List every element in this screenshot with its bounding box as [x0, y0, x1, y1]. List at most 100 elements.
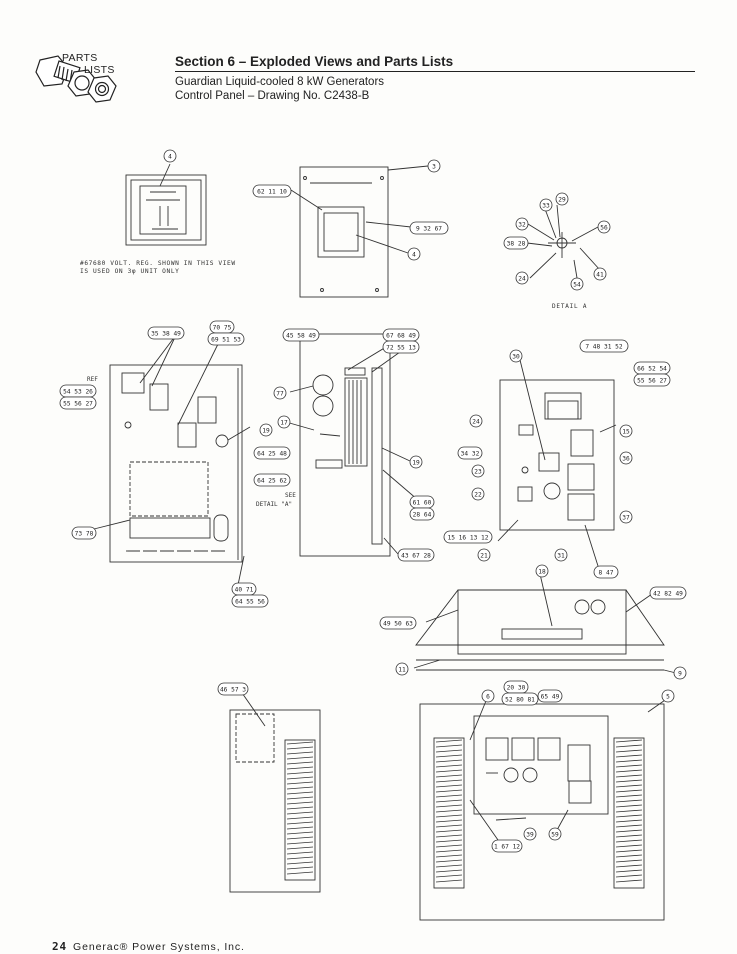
callout-balloon: 32 — [515, 217, 529, 231]
callout-54-53-26: 54 53 26 — [63, 389, 93, 396]
radiator-fin — [615, 774, 643, 778]
company-name: Generac® Power Systems, Inc. — [73, 941, 245, 953]
radiator-fin — [615, 839, 643, 843]
radiator-fin — [435, 769, 463, 773]
radiator-fin — [435, 864, 463, 868]
callout-70-75: 70 75 — [213, 325, 232, 332]
callout-balloon: 7 48 31 52 — [579, 339, 629, 353]
callout-65-49: 65 49 — [541, 694, 560, 701]
radiator-fin — [435, 779, 463, 783]
callout-balloon: 18 — [535, 564, 549, 578]
callout-balloon: 9 — [673, 666, 687, 680]
callout-43-67-28: 43 67 28 — [401, 553, 431, 560]
callout-balloon: 38 28 — [503, 236, 529, 250]
callout-39: 39 — [526, 832, 534, 839]
callout-5: 5 — [666, 694, 670, 701]
callout-56-a: 56 — [600, 225, 608, 232]
callout-balloon: 43 67 28 — [397, 548, 435, 562]
callout-balloon: 4 — [163, 149, 177, 163]
callout-31: 31 — [557, 553, 565, 560]
callout-46-57-3: 46 57 3 — [220, 687, 246, 694]
callout-balloon: 20 30 — [503, 680, 529, 694]
radiator-fin — [286, 831, 314, 835]
callout-18: 18 — [538, 569, 546, 576]
callout-41: 41 — [596, 272, 604, 279]
callout-balloon: 42 82 49 — [649, 586, 687, 600]
callout-52-80-81: 52 80 81 — [505, 697, 535, 704]
radiator-fin — [435, 854, 463, 858]
callout-20-30: 20 30 — [507, 685, 526, 692]
radiator-fin — [286, 766, 314, 770]
callout-36: 36 — [622, 456, 630, 463]
callout-balloon: 5 — [661, 689, 675, 703]
callout-38-28: 38 28 — [507, 241, 526, 248]
callout-balloon: 62 11 10 — [252, 184, 292, 198]
radiator-fin — [435, 819, 463, 823]
radiator-fin — [286, 821, 314, 825]
radiator-fin — [435, 794, 463, 798]
callout-balloon: 52 80 81 — [501, 692, 539, 706]
callout-balloon: 45 58 49 — [282, 328, 320, 342]
radiator-fin — [615, 879, 643, 883]
radiator-fin — [286, 851, 314, 855]
callout-balloon: 23 — [471, 464, 485, 478]
callout-66-52-54: 66 52 54 — [637, 366, 667, 373]
radiator-fin — [286, 791, 314, 795]
radiator-fin — [615, 834, 643, 838]
section-title: Section 6 – Exploded Views and Parts Lis… — [175, 54, 454, 69]
callout-balloon: 28 64 — [409, 507, 435, 521]
callout-35-38-49: 35 38 49 — [151, 331, 181, 338]
callout-balloon: 55 56 27 — [59, 396, 97, 410]
detail-a-label: DETAIL A — [552, 303, 587, 310]
radiator-fin — [435, 759, 463, 763]
detail-a-view — [526, 204, 601, 279]
callout-balloon: 19 — [259, 423, 273, 437]
radiator-fin — [615, 789, 643, 793]
callout-19b: 19 — [412, 460, 420, 467]
radiator-fin — [615, 784, 643, 788]
callout-balloon: 66 52 54 — [633, 361, 671, 375]
radiator-fin — [615, 854, 643, 858]
callout-49-50-63: 49 50 63 — [383, 621, 413, 628]
radiator-fin — [286, 741, 314, 745]
radiator-fin — [435, 834, 463, 838]
callout-42-82-49: 42 82 49 — [653, 591, 683, 598]
regulator-note-line-2: IS USED ON 3φ UNIT ONLY — [80, 268, 180, 275]
radiator-fin — [615, 759, 643, 763]
callout-55-56-27: 55 56 27 — [637, 378, 667, 385]
callout-1-67-12: 1 67 12 — [494, 844, 520, 851]
radiator-fin — [435, 804, 463, 808]
radiator-fin — [286, 756, 314, 760]
callout-7-48-31-52: 7 48 31 52 — [585, 344, 623, 351]
radiator-fin — [286, 796, 314, 800]
radiator-fin — [615, 754, 643, 758]
callout-64-25-48: 64 25 48 — [257, 451, 287, 458]
callout-balloon: 64 25 62 — [253, 473, 291, 487]
radiator-fin — [286, 871, 314, 875]
callout-15-16-13-12: 15 16 13 12 — [448, 535, 489, 542]
header-rule — [175, 71, 695, 72]
radiator-fin — [286, 826, 314, 830]
callout-72-55-13: 72 55 13 — [386, 345, 416, 352]
callout-4-mid: 4 — [412, 252, 416, 259]
callout-balloon: 61 60 — [409, 495, 435, 509]
radiator-fin — [286, 841, 314, 845]
radiator-fin — [286, 776, 314, 780]
callout-balloon: 33 — [539, 198, 553, 212]
radiator-fin — [286, 866, 314, 870]
callout-8-47: 8 47 — [599, 570, 614, 577]
side-fin-view — [229, 689, 321, 893]
callout-balloon: 59 — [548, 827, 562, 841]
bolt-nut-icon — [35, 55, 117, 103]
callout-67-68-49: 67 68 49 — [386, 333, 416, 340]
see-detail-label-1: SEE — [285, 492, 296, 499]
callout-balloon: 54 — [570, 277, 584, 291]
callout-19: 19 — [262, 428, 270, 435]
callout-balloon: 65 49 — [537, 689, 563, 703]
control-box-view — [413, 573, 677, 674]
callout-balloon: 56 — [597, 220, 611, 234]
callout-4-top: 4 — [168, 154, 172, 161]
radiator-fin — [286, 861, 314, 865]
